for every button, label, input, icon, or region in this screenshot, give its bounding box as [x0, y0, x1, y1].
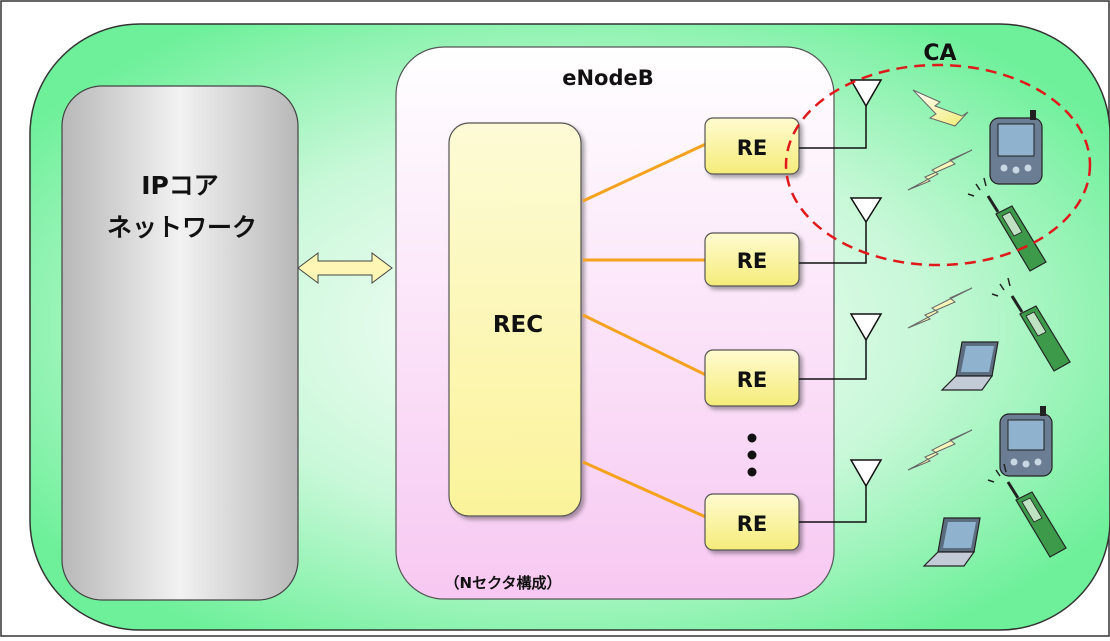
carrier-aggregation-region — [784, 63, 1092, 267]
bidirectional-arrow — [297, 252, 393, 284]
re-label: RE — [737, 368, 768, 392]
re-label: RE — [737, 249, 768, 273]
rec-re-link — [582, 313, 709, 378]
re-label: RE — [737, 512, 768, 536]
enodeb-title: eNodeB — [562, 66, 654, 90]
antenna-icon — [849, 459, 883, 488]
radio-signal-icon — [912, 89, 969, 127]
re-unit: RE — [704, 117, 800, 175]
ca-label: CA — [923, 41, 956, 66]
mobile-phone-icon — [987, 463, 1067, 558]
antenna-icon — [849, 197, 883, 224]
rec-re-link — [582, 460, 709, 520]
core-network-label-line1: IPコア — [141, 171, 219, 200]
core-network-label-line2: ネットワーク — [107, 213, 257, 242]
pda-device-icon — [999, 406, 1053, 477]
rec-re-link — [582, 141, 709, 203]
rec-re-links — [582, 141, 709, 520]
ellipsis-icon — [747, 433, 757, 477]
mobile-phone-icon — [991, 277, 1071, 372]
antenna-feeders — [799, 92, 867, 523]
ip-core-network: IPコア ネットワーク — [61, 85, 299, 601]
re-unit: RE — [704, 232, 800, 287]
antenna-icon — [849, 313, 883, 342]
re-label: RE — [737, 136, 768, 160]
re-unit: RE — [704, 493, 800, 551]
laptop-icon — [940, 341, 999, 391]
mobile-phone-icon — [967, 177, 1047, 272]
sector-config-note: （Nセクタ構成） — [445, 574, 562, 592]
laptop-icon — [922, 517, 981, 567]
re-unit: RE — [704, 349, 800, 407]
rec-unit: REC — [448, 122, 582, 517]
antenna-icon — [849, 79, 883, 108]
radio-signal-icon — [907, 287, 973, 329]
radio-signal-icon — [907, 429, 973, 471]
pda-device-icon — [989, 110, 1043, 185]
radio-signal-icon — [907, 149, 973, 191]
rec-label: REC — [493, 312, 543, 338]
